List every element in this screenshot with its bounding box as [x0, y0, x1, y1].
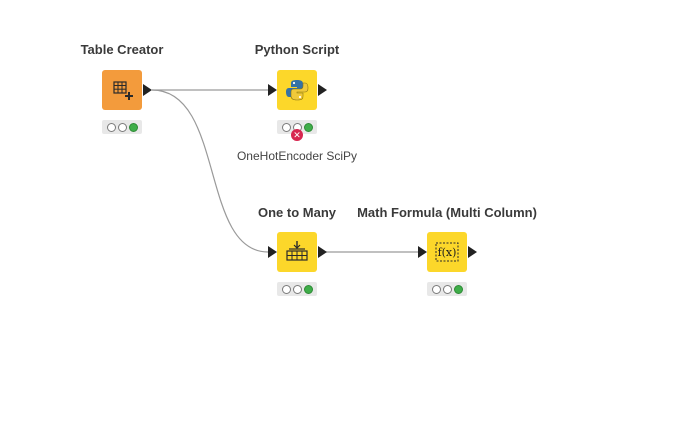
node-math-formula[interactable]: f(x): [427, 232, 467, 272]
error-icon[interactable]: ✕: [291, 129, 303, 141]
status-light: [281, 284, 291, 294]
node-status-table-creator: [102, 120, 142, 134]
status-light-green: [303, 284, 313, 294]
node-one-to-many[interactable]: [277, 232, 317, 272]
input-port[interactable]: [418, 246, 427, 258]
status-light: [281, 122, 291, 132]
input-port[interactable]: [268, 84, 277, 96]
fx-label: f(x): [438, 246, 457, 259]
connection-tablecreator-onetomany[interactable]: [151, 89, 269, 253]
split-columns-icon: [286, 241, 308, 261]
node-status-one-to-many: [277, 282, 317, 296]
status-light: [442, 284, 452, 294]
output-port[interactable]: [318, 246, 327, 258]
status-light: [117, 122, 127, 132]
node-annotation-python-script[interactable]: OneHotEncoder SciPy: [236, 149, 358, 163]
node-title-one-to-many[interactable]: One to Many: [257, 205, 337, 220]
status-light-green: [453, 284, 463, 294]
status-light: [431, 284, 441, 294]
status-light-green: [303, 122, 313, 132]
table-plus-icon: [113, 81, 133, 100]
node-title-python-script[interactable]: Python Script: [254, 42, 340, 57]
node-table-creator[interactable]: [102, 70, 142, 110]
status-light-green: [128, 122, 138, 132]
input-port[interactable]: [268, 246, 277, 258]
status-light: [106, 122, 116, 132]
fx-icon: f(x): [435, 242, 459, 262]
node-python-script[interactable]: [277, 70, 317, 110]
output-port[interactable]: [318, 84, 327, 96]
node-title-math-formula[interactable]: Math Formula (Multi Column): [357, 205, 537, 220]
output-port[interactable]: [143, 84, 152, 96]
output-port[interactable]: [468, 246, 477, 258]
python-icon: [286, 80, 309, 101]
status-light: [292, 284, 302, 294]
node-title-table-creator[interactable]: Table Creator: [80, 42, 164, 57]
node-status-math-formula: [427, 282, 467, 296]
